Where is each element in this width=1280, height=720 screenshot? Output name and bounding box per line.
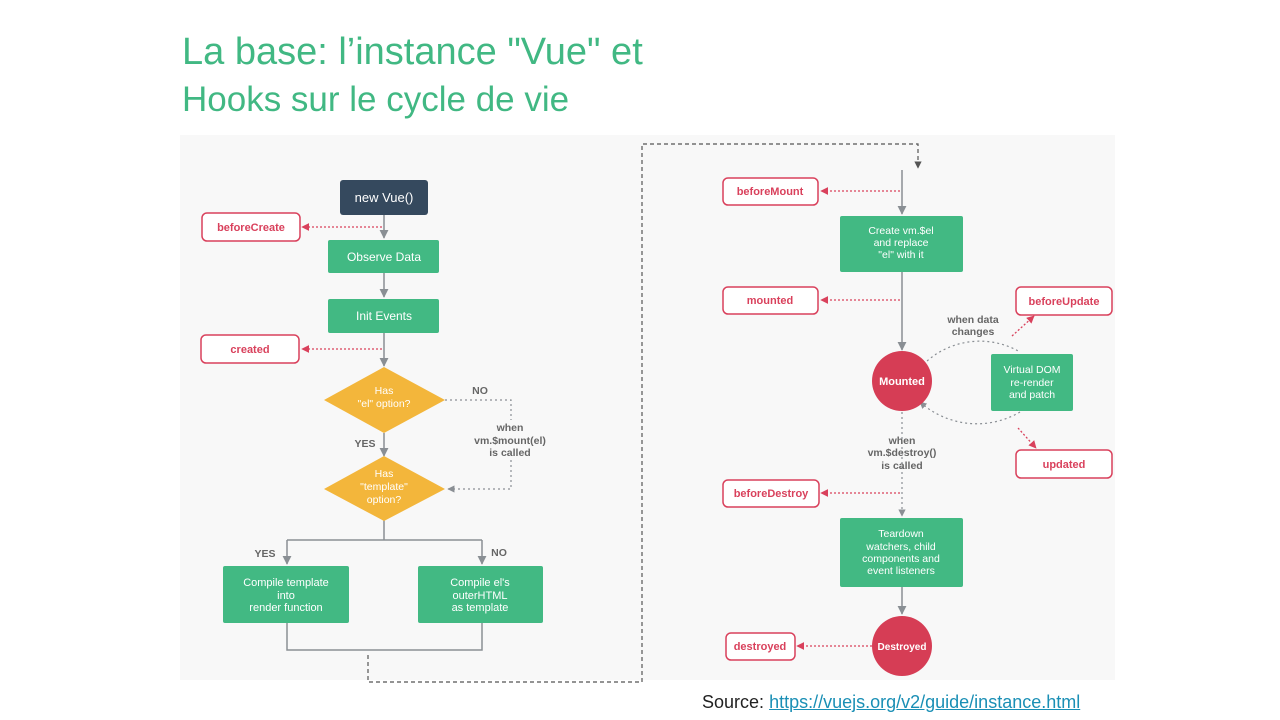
has-template-line: "template"	[360, 481, 408, 493]
hook-updated: updated	[1015, 449, 1113, 479]
when-destroy-line: when	[888, 435, 916, 447]
hook-before-destroy: beforeDestroy	[722, 479, 820, 508]
hook-destroyed: destroyed	[725, 632, 796, 661]
teardown-line: Teardown	[878, 528, 924, 540]
hook-before-create-label: beforeCreate	[217, 222, 285, 234]
create-el-line: Create vm.$el	[868, 225, 933, 237]
compile-template-line: into	[277, 590, 295, 602]
no-label: NO	[472, 385, 488, 397]
hook-before-mount-label: beforeMount	[737, 186, 804, 198]
hook-mounted-label: mounted	[747, 295, 793, 307]
when-data-changes-line: when data	[946, 314, 999, 326]
hook-updated-label: updated	[1043, 459, 1086, 471]
create-el-step: Create vm.$el and replace "el" with it	[840, 216, 963, 272]
slide-title-line-1: La base: l’instance "Vue" et	[182, 31, 643, 73]
compile-el-line: Compile el's	[450, 577, 510, 589]
destroyed-state: Destroyed	[872, 616, 932, 676]
has-el-line: Has	[375, 385, 394, 397]
hook-destroyed-label: destroyed	[734, 641, 787, 653]
has-el-line: "el" option?	[358, 398, 411, 410]
create-el-line: "el" with it	[878, 249, 923, 261]
virtual-dom-line: re-render	[1010, 377, 1054, 389]
when-data-changes-line: changes	[952, 326, 995, 338]
teardown-step: Teardown watchers, child components and …	[840, 518, 963, 587]
yes-label: YES	[354, 438, 375, 450]
branch-labels: NO YES YES NO when vm.$mount(el) is call…	[254, 314, 998, 560]
teardown-line: watchers, child	[865, 541, 936, 553]
connector-lines	[282, 143, 1021, 683]
has-template-decision: Has "template" option?	[324, 456, 445, 521]
hook-before-update: beforeUpdate	[1015, 286, 1113, 316]
hook-before-update-label: beforeUpdate	[1029, 296, 1100, 308]
source-label: Source:	[702, 692, 765, 712]
compile-template-line: Compile template	[243, 577, 329, 589]
hook-created: created	[200, 334, 300, 364]
observe-data-step: Observe Data	[328, 240, 439, 273]
mounted-state-label: Mounted	[879, 376, 925, 388]
slide-title-line-2: Hooks sur le cycle de vie	[182, 80, 570, 119]
virtual-dom-line: Virtual DOM	[1004, 364, 1061, 376]
hook-connectors	[301, 187, 1037, 650]
destroyed-state-label: Destroyed	[878, 642, 927, 653]
source-citation: Source: https://vuejs.org/v2/guide/insta…	[702, 692, 1080, 713]
teardown-line: components and	[862, 553, 940, 565]
no-label: NO	[491, 547, 507, 559]
when-destroy-line: is called	[881, 460, 922, 472]
has-template-line: option?	[367, 494, 402, 506]
teardown-line: event listeners	[867, 565, 935, 577]
when-destroy-line: vm.$destroy()	[868, 447, 937, 459]
create-el-line: and replace	[874, 237, 929, 249]
mounted-state: Mounted	[872, 351, 932, 411]
hook-before-destroy-label: beforeDestroy	[734, 488, 809, 500]
virtual-dom-step: Virtual DOM re-render and patch	[991, 354, 1073, 411]
new-vue-label: new Vue()	[355, 190, 414, 205]
when-mount-line: is called	[489, 447, 530, 459]
compile-el-line: outerHTML	[452, 590, 507, 602]
compile-template-line: render function	[249, 602, 322, 614]
has-template-line: Has	[375, 468, 394, 480]
has-el-decision: Has "el" option?	[324, 367, 445, 433]
virtual-dom-line: and patch	[1009, 389, 1055, 401]
hook-mounted: mounted	[722, 286, 819, 315]
yes-label: YES	[254, 548, 275, 560]
hook-created-label: created	[230, 344, 269, 356]
compile-el-step: Compile el's outerHTML as template	[418, 566, 543, 623]
init-events-step: Init Events	[328, 299, 439, 333]
source-link[interactable]: https://vuejs.org/v2/guide/instance.html	[769, 692, 1081, 712]
init-events-label: Init Events	[356, 309, 412, 323]
hook-before-mount: beforeMount	[722, 177, 819, 206]
observe-data-label: Observe Data	[347, 250, 421, 264]
new-vue-step: new Vue()	[340, 180, 428, 215]
when-mount-line: vm.$mount(el)	[474, 435, 546, 447]
hook-before-create: beforeCreate	[201, 212, 301, 242]
when-mount-line: when	[496, 422, 524, 434]
compile-el-line: as template	[452, 602, 509, 614]
compile-template-step: Compile template into render function	[223, 566, 349, 623]
